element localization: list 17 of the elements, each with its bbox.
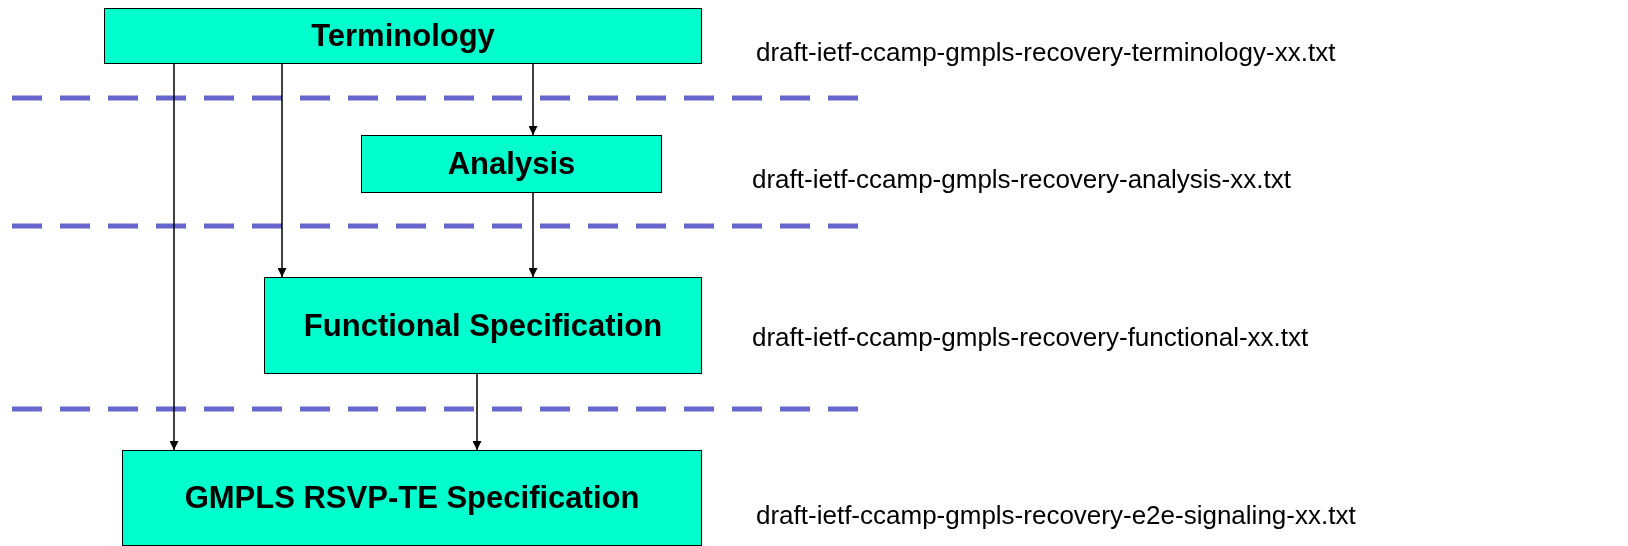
arrow xyxy=(528,192,538,278)
file-name: draft-ietf-ccamp-gmpls-recovery-e2e-signaling-xx.txt xyxy=(756,499,1356,531)
process-box xyxy=(122,450,702,546)
arrow xyxy=(472,373,482,451)
arrow xyxy=(169,63,179,451)
process-box xyxy=(264,277,702,374)
file-name: draft-ietf-ccamp-gmpls-recovery-terminology-xx.txt xyxy=(756,36,1336,68)
file-name: draft-ietf-ccamp-gmpls-recovery-functional-xx.txt xyxy=(752,321,1309,353)
process-box xyxy=(104,8,702,64)
box-title: Analysis xyxy=(447,146,576,182)
arrow xyxy=(528,63,538,136)
box-title: GMPLS RSVP-TE Specification xyxy=(184,480,640,516)
box-title: Terminology xyxy=(311,18,495,54)
process-box xyxy=(361,135,662,193)
box-title: Functional Specification xyxy=(303,307,663,344)
arrow xyxy=(277,63,287,278)
file-name: draft-ietf-ccamp-gmpls-recovery-analysis-xx.txt xyxy=(752,163,1291,195)
